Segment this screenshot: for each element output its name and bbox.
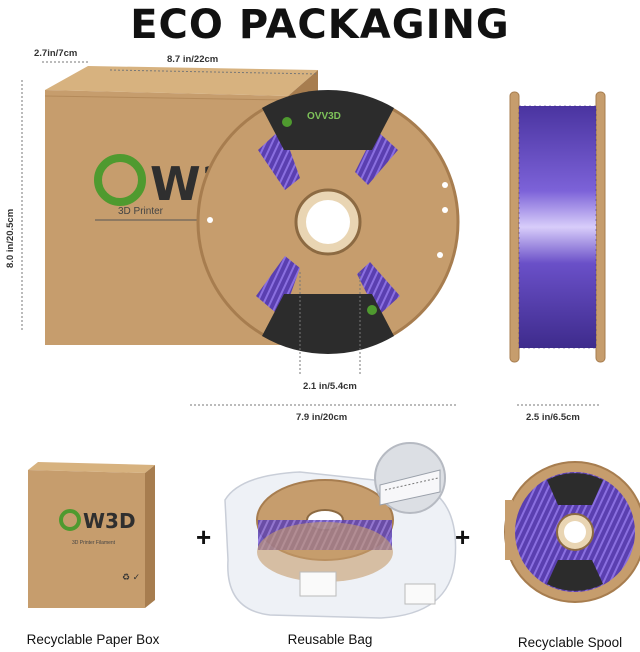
dim-box-depth: 2.7in/7cm (34, 48, 78, 59)
box-tagline: 3D Printer (118, 206, 164, 217)
dim-box-width: 8.7 in/22cm (167, 54, 219, 65)
spool-side (509, 91, 606, 363)
dim-spool-width: 2.5 in/6.5cm (526, 412, 580, 423)
spool-small (504, 461, 640, 603)
caption-spool: Recyclable Spool (517, 635, 623, 650)
paper-box-small: W3D ♻ ✓ (28, 462, 155, 608)
spool-front (196, 90, 460, 354)
page-title: ECO PACKAGING (130, 2, 510, 48)
spool-logo-text: OVV3D (307, 111, 341, 122)
plus-sign: + (196, 522, 212, 552)
caption-paper-box: Recyclable Paper Box (26, 632, 160, 647)
dimension-lines (21, 61, 601, 406)
reusable-bag-spool (224, 442, 457, 619)
small-box-tagline: 3D Printer Filament (72, 540, 116, 546)
dim-hub-diameter: 2.1 in/5.4cm (303, 381, 357, 392)
dim-box-height: 8.0 in/20.5cm (5, 208, 16, 268)
svg-text:♻ ✓: ♻ ✓ (122, 572, 140, 582)
caption-bag: Reusable Bag (287, 632, 373, 647)
dim-spool-diameter: 7.9 in/20cm (296, 412, 348, 423)
plus-sign: + (455, 522, 471, 552)
svg-text:W3D: W3D (83, 509, 136, 533)
